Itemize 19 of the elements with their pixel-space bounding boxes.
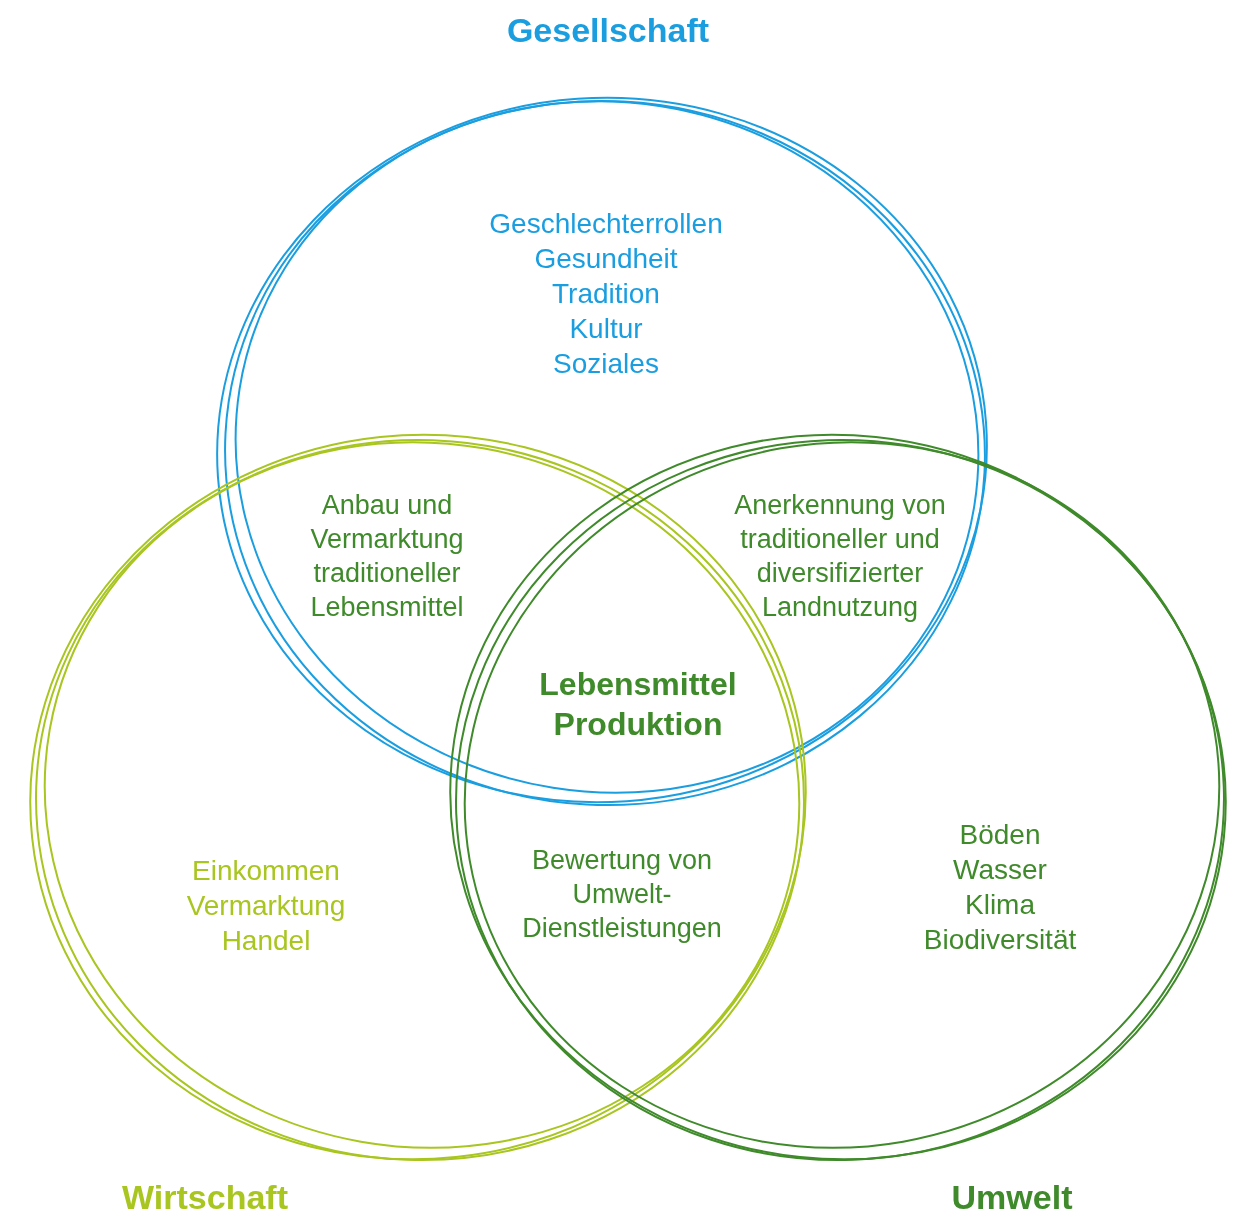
overlap-text: Anbau und Vermarktung traditioneller Lebensmittel bbox=[309, 489, 465, 624]
topic-text: Soziales bbox=[553, 347, 659, 381]
topic-text: Wasser bbox=[953, 853, 1047, 887]
overlap-text: Lebensmittel Produktion bbox=[538, 665, 738, 744]
overlap-text: Anerkennung von traditioneller und diversifizierter Landnutzung bbox=[733, 489, 947, 624]
topic-text: Gesundheit bbox=[534, 242, 678, 276]
topic-text: Vermarktung bbox=[186, 889, 346, 923]
topic-text: Böden bbox=[959, 818, 1041, 852]
topic-text: Geschlechterrollen bbox=[489, 207, 723, 241]
topic-text: Handel bbox=[221, 924, 311, 958]
circle-title: Gesellschaft bbox=[506, 10, 710, 50]
circle-title: Umwelt bbox=[951, 1177, 1073, 1216]
topic-text: Tradition bbox=[552, 277, 660, 311]
overlap-text: Bewertung von Umwelt- Dienstleistungen bbox=[521, 844, 723, 945]
topic-text: Biodiversität bbox=[923, 923, 1077, 957]
topic-text: Klima bbox=[965, 888, 1035, 922]
topic-text: Kultur bbox=[569, 312, 643, 346]
topic-text: Einkommen bbox=[192, 854, 340, 888]
circle-title: Wirtschaft bbox=[122, 1177, 288, 1216]
